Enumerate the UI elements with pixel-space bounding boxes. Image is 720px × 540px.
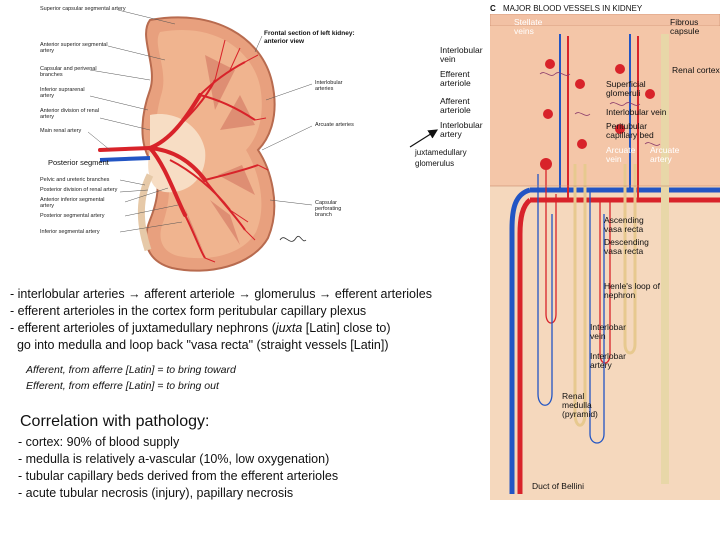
label-anterior-division: Anterior division of renal artery xyxy=(40,108,100,120)
label-anterior-superior: Anterior superior segmental artery xyxy=(40,42,108,54)
label-henles-loop: Henle's loop of nephron xyxy=(604,281,660,300)
label-posterior-division: Posterior division of renal artery xyxy=(40,187,118,193)
figure-letter: C xyxy=(490,4,496,13)
body-line-2: - efferent arterioles in the cortex form… xyxy=(10,304,367,318)
label-interlobar-vein: Interlobar vein xyxy=(590,322,626,341)
figure-title: MAJOR BLOOD VESSELS IN KIDNEY xyxy=(503,4,643,13)
kidney-frontal-section-illustration xyxy=(87,9,313,272)
label-superior-capsular: Superior capsular segmental artery xyxy=(40,6,126,12)
body-line-4: go into medulla and loop back "vasa rect… xyxy=(10,338,389,352)
label-capsular-perivenal: Capsular and perivenal branches xyxy=(40,66,97,78)
label-arcuate-arteries: Arcuate arteries xyxy=(315,122,354,128)
body-line-1: - interlobular arteries → afferent arter… xyxy=(10,287,432,301)
correlation-item: - tubular capillary beds derived from th… xyxy=(18,469,339,483)
label-capsular-perforating: Capsular perforating branch xyxy=(315,200,342,218)
label-arcuate-artery: Arcuate artery xyxy=(650,145,680,164)
label-superficial-glomeruli: Superficial glomeruli xyxy=(606,79,646,98)
label-stellate-veins: Stellate veins xyxy=(514,17,543,36)
correlation-item: - cortex: 90% of blood supply xyxy=(18,435,180,449)
label-inferior-segmental: Inferior segmental artery xyxy=(40,229,100,235)
label-interlobular-vein-left: Interlobular vein xyxy=(440,45,483,64)
label-afferent-arteriole: Afferent arteriole xyxy=(440,96,471,115)
body-line-3: - efferent arterioles of juxtamedullary … xyxy=(10,321,391,335)
label-inferior-suprarenal: Inferior suprarenal artery xyxy=(40,87,85,99)
label-renal-medulla: Renal medulla (pyramid) xyxy=(562,391,598,419)
body-line-3-italic: juxta xyxy=(275,321,303,335)
label-anterior-inferior: Anterior inferior segmental artery xyxy=(40,197,105,209)
label-interlobular-arteries: Interlobular arteries xyxy=(315,80,343,92)
vessels-in-kidney-illustration xyxy=(490,14,720,500)
label-interlobular-vein: Interlobular vein xyxy=(606,107,667,117)
label-posterior-segmental: Posterior segmental artery xyxy=(40,213,105,219)
body-line-3-lead: - efferent arterioles of juxtamedullary … xyxy=(10,321,276,335)
correlation-title: Correlation with pathology: xyxy=(20,413,210,430)
correlation-item: - acute tubular necrosis (injury), papil… xyxy=(18,486,294,500)
etymology-afferent: Afferent, from afferre [Latin] = to brin… xyxy=(26,364,236,376)
annotation-juxtamedullary: juxtamedullary xyxy=(415,148,467,157)
label-posterior-segment: Posterior segment xyxy=(48,158,109,167)
label-peritubular-bed: Peritubular capillary bed xyxy=(606,121,654,140)
label-fibrous-capsule: Fibrous capsule xyxy=(670,17,700,36)
label-arcuate-vein: Arcuate vein xyxy=(606,145,636,164)
label-descending-vasa-recta: Descending vasa recta xyxy=(604,237,649,256)
label-duct-of-bellini: Duct of Bellini xyxy=(532,481,584,491)
label-renal-cortex: Renal cortex xyxy=(672,65,720,75)
correlation-item: - medulla is relatively a-vascular (10%,… xyxy=(18,452,330,466)
left-figure-title-1: Frontal section of left kidney: xyxy=(264,30,355,37)
label-pelvic-ureteric: Pelvic and ureteric branches xyxy=(40,177,110,183)
label-interlobular-artery: Interlobular artery xyxy=(440,120,483,139)
annotation-glomerulus: glomerulus xyxy=(415,159,455,168)
label-efferent-arteriole: Efferent arteriole xyxy=(440,69,471,88)
body-line-3-rest: [Latin] close to) xyxy=(302,321,391,335)
label-main-renal-artery: Main renal artery xyxy=(40,128,82,134)
label-ascending-vasa-recta: Ascending vasa recta xyxy=(604,215,644,234)
label-interlobar-artery: Interlobar artery xyxy=(590,351,626,370)
etymology-efferent: Efferent, from efferre [Latin] = to brin… xyxy=(26,380,219,392)
left-figure-title-2: anterior view xyxy=(264,38,305,45)
